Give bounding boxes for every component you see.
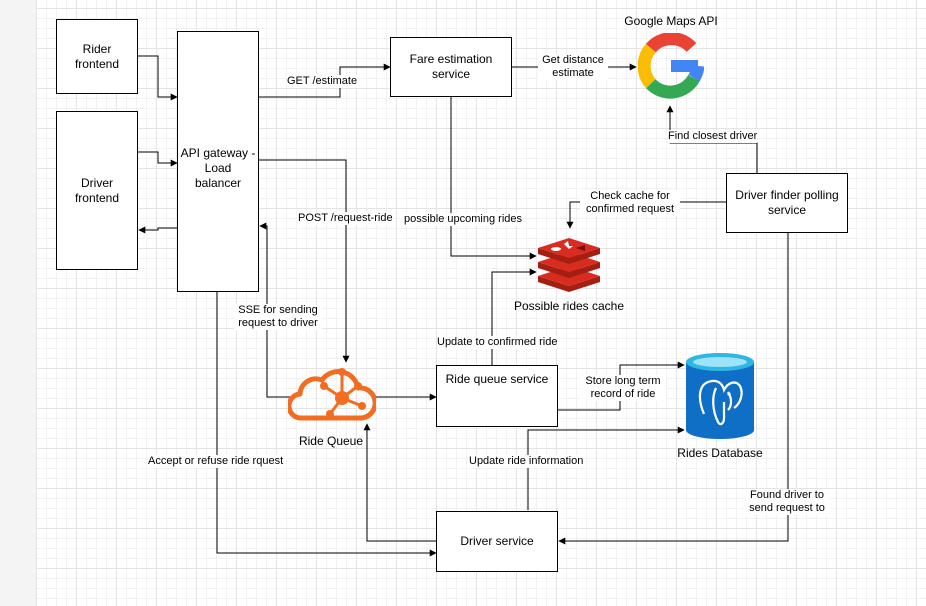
- edge-gateway-to-queue: [258, 159, 350, 363]
- label-sse: SSE for sending request to driver: [234, 304, 322, 330]
- api-gateway-box[interactable]: API gateway - Load balancer: [177, 31, 259, 292]
- label-possible-rides: possible upcoming rides: [404, 213, 523, 226]
- ride-queue-label: Ride Queue: [298, 434, 364, 448]
- redis-cache-icon[interactable]: [536, 238, 602, 292]
- label-accept-refuse: Accept or refuse ride rquest: [148, 455, 284, 468]
- postgres-db-icon[interactable]: [684, 352, 756, 440]
- google-icon[interactable]: [638, 33, 704, 99]
- driver-service-label: Driver service: [460, 534, 534, 548]
- rides-cache-label: Possible rides cache: [513, 299, 625, 313]
- label-update-info: Update ride information: [469, 455, 584, 468]
- driver-frontend-box[interactable]: Driver frontend: [56, 111, 138, 270]
- edge-finder-to-driversvc: [558, 232, 789, 545]
- driver-finder-box[interactable]: Driver finder polling service: [726, 173, 848, 233]
- edge-driversvc-to-queue: [363, 423, 436, 542]
- ride-queue-icon[interactable]: [288, 366, 376, 426]
- label-post-request: POST /request-ride: [298, 212, 393, 225]
- google-maps-label: Google Maps API: [624, 14, 718, 28]
- edge-driver-to-gateway: [137, 151, 178, 167]
- ride-queue-service-label: Ride queue service: [445, 372, 549, 386]
- label-store-record: Store long term record of ride: [580, 375, 666, 401]
- fare-estimation-box[interactable]: Fare estimation service: [390, 37, 512, 97]
- label-get-estimate: GET /estimate: [287, 75, 358, 88]
- label-get-distance: Get distance estimate: [538, 54, 608, 80]
- driver-finder-label: Driver finder polling service: [735, 188, 839, 217]
- fare-estimation-label: Fare estimation service: [409, 52, 493, 81]
- ride-queue-service-box[interactable]: Ride queue service: [436, 365, 558, 427]
- rider-frontend-box[interactable]: Rider frontend: [56, 19, 138, 94]
- driver-service-box[interactable]: Driver service: [436, 511, 558, 572]
- driver-frontend-label: Driver frontend: [74, 175, 120, 205]
- edge-rider-to-gateway: [137, 55, 178, 101]
- label-check-cache: Check cache for confirmed request: [580, 190, 680, 216]
- label-find-closest: Find closest driver: [668, 130, 758, 143]
- api-gateway-label: API gateway - Load balancer: [180, 146, 256, 190]
- rides-db-label: Rides Database: [677, 446, 763, 460]
- edge-finder-to-google: [666, 105, 758, 174]
- label-found-driver: Found driver to send request to: [744, 489, 830, 515]
- edge-gateway-to-driversvc: [216, 290, 437, 557]
- edge-fare-to-cache: [450, 96, 537, 260]
- edge-rqservice-to-cache: [491, 268, 537, 365]
- rider-frontend-label: Rider frontend: [74, 41, 120, 71]
- label-update-confirmed: Update to confirmed ride: [437, 336, 558, 349]
- edge-driversvc-to-db: [527, 426, 685, 510]
- edge-gateway-to-driver: [138, 226, 178, 234]
